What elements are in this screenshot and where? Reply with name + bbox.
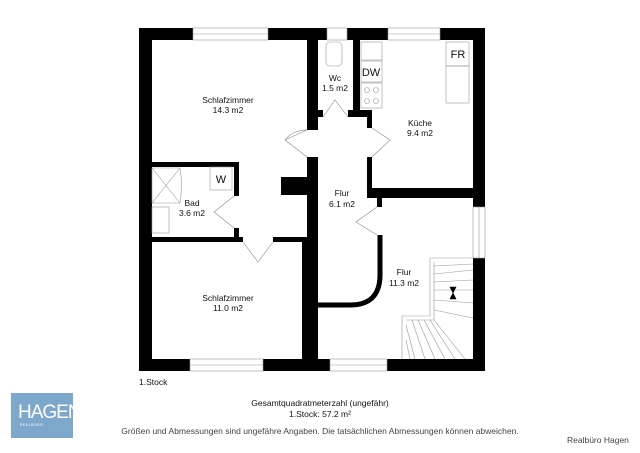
room-area: 11.3 m2 — [389, 278, 419, 288]
stairs-icon — [401, 257, 474, 360]
room-name: Bad — [184, 198, 199, 208]
room-name: Küche — [408, 118, 432, 128]
credit: Realbüro Hagen — [567, 435, 629, 445]
room-area: 14.3 m2 — [213, 105, 244, 115]
washer-icon — [209, 166, 233, 191]
toilet-icon — [325, 41, 343, 67]
dishwasher-label: DW — [362, 67, 381, 79]
room-labels: Schlafzimmer 14.3 m2 Wc 1.5 m2 Küche 9.4… — [179, 49, 465, 313]
stove-icon — [360, 82, 383, 109]
total-area-title: Gesamtquadratmeterzahl (ungefähr) — [251, 398, 389, 408]
room-area: 9.4 m2 — [407, 128, 433, 138]
logo-text: HAGEN — [18, 402, 82, 423]
doors — [213, 99, 391, 263]
room-area: 1.5 m2 — [322, 83, 348, 93]
room-area: 11.0 m2 — [213, 303, 243, 313]
room-name: Flur — [397, 267, 412, 277]
shower-icon — [151, 167, 182, 204]
fixtures — [151, 41, 474, 360]
room-area: 6.1 m2 — [329, 199, 355, 209]
room-name: Wc — [329, 73, 342, 83]
total-area-value: 1.Stock: 57.2 m² — [289, 409, 351, 419]
floor-label: 1.Stock — [139, 377, 168, 387]
washer-label: W — [216, 174, 227, 186]
dishwasher-icon — [360, 60, 383, 83]
sink-icon — [151, 206, 170, 234]
hagen-logo: HAGEN REALBÜRO — [11, 393, 82, 438]
curved-wall — [318, 235, 383, 308]
room-name: Flur — [335, 188, 350, 198]
room-area: 3.6 m2 — [179, 208, 205, 218]
disclaimer: Größen und Abmessungen sind ungefähre An… — [121, 426, 519, 436]
fridge-label: FR — [451, 49, 466, 61]
room-name: Schlafzimmer — [202, 293, 254, 303]
logo-subtext: REALBÜRO — [20, 423, 44, 427]
windows — [189, 27, 486, 372]
room-name: Schlafzimmer — [202, 95, 254, 105]
